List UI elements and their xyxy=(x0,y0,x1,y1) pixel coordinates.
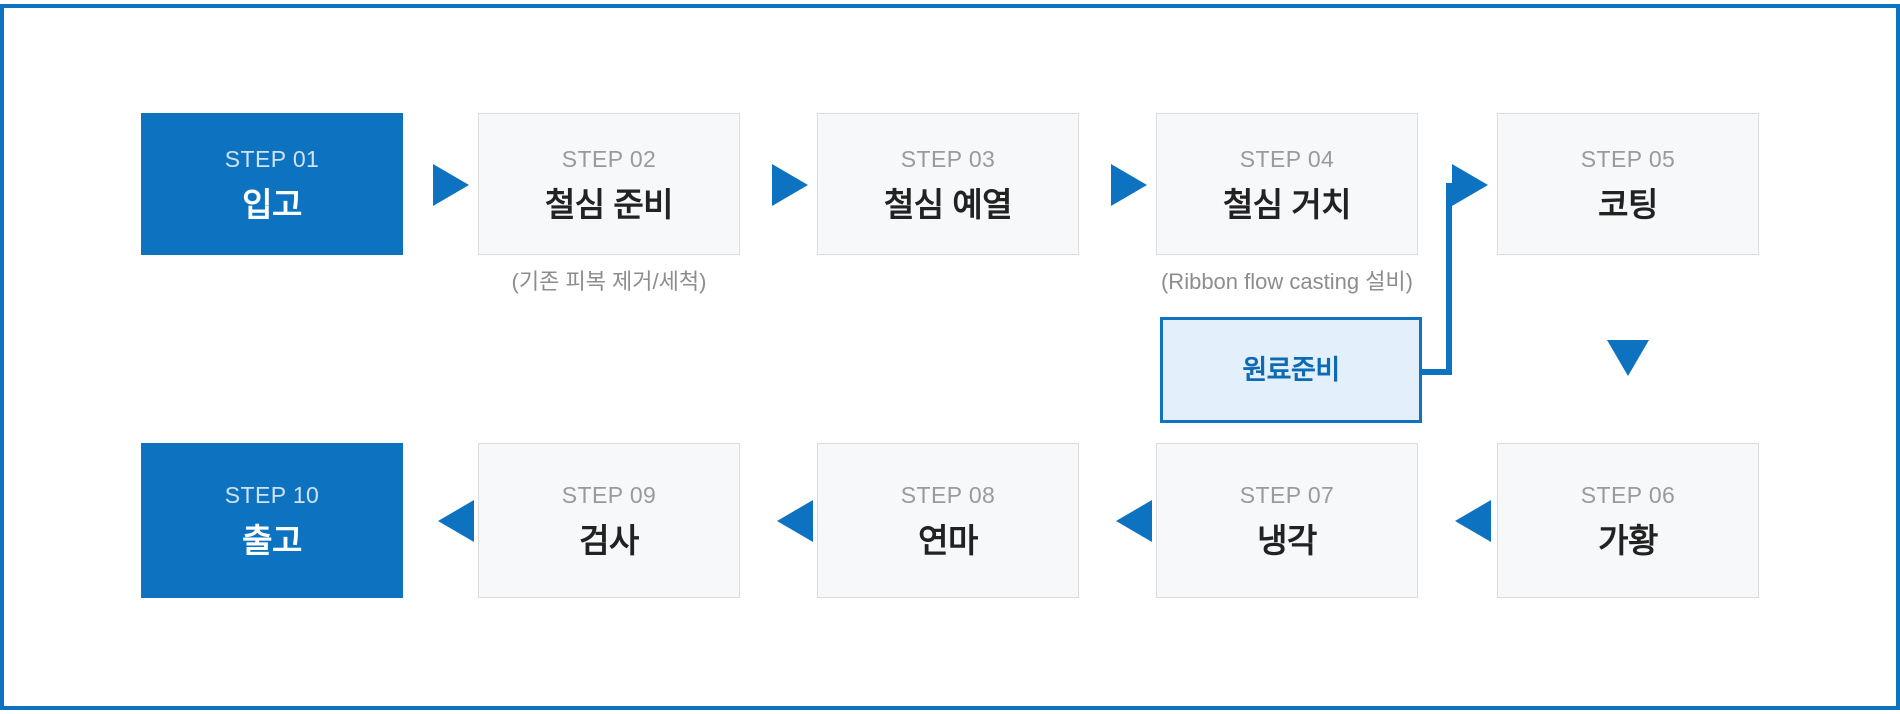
step-box-06[interactable]: STEP 06 가황 xyxy=(1497,443,1759,598)
step-title: 코팅 xyxy=(1598,185,1658,223)
step-title: 철심 거치 xyxy=(1222,185,1352,223)
step-number: STEP 02 xyxy=(561,145,657,172)
arrow-right-icon-3 xyxy=(1111,164,1147,206)
connector-horizontal-segment xyxy=(1419,369,1452,375)
step-title: 연마 xyxy=(918,522,978,559)
step-number: STEP 05 xyxy=(1580,145,1676,172)
step-caption-02: (기존 피복 제거/세척) xyxy=(511,269,707,294)
step-number: STEP 10 xyxy=(224,482,320,508)
step-box-08[interactable]: STEP 08 연마 xyxy=(817,443,1079,598)
step-box-09[interactable]: STEP 09 검사 xyxy=(478,443,740,598)
step-box-03[interactable]: STEP 03 철심 예열 xyxy=(817,113,1079,255)
step-number: STEP 07 xyxy=(1239,482,1335,508)
step-title: 검사 xyxy=(579,522,639,559)
arrow-left-icon-3 xyxy=(1116,500,1152,542)
connector-vertical-segment xyxy=(1446,183,1452,375)
step-box-07[interactable]: STEP 07 냉각 xyxy=(1156,443,1418,598)
step-box-01[interactable]: STEP 01 입고 xyxy=(141,113,403,255)
step-number: STEP 09 xyxy=(561,482,657,508)
step-title: 가황 xyxy=(1598,522,1658,559)
step-number: STEP 01 xyxy=(224,145,320,172)
step-caption-04: (Ribbon flow casting 설비) xyxy=(1160,269,1413,294)
arrow-right-icon-feed xyxy=(1452,164,1488,206)
step-title: 철심 준비 xyxy=(544,185,674,223)
step-number: STEP 06 xyxy=(1580,482,1676,508)
sub-process-label: 원료준비 xyxy=(1242,354,1340,385)
step-box-05[interactable]: STEP 05 코팅 xyxy=(1497,113,1759,255)
step-title: 철심 예열 xyxy=(883,185,1013,223)
step-number: STEP 04 xyxy=(1239,145,1335,172)
arrow-left-icon-4 xyxy=(1455,500,1491,542)
step-number: STEP 08 xyxy=(900,482,996,508)
arrow-left-icon-2 xyxy=(777,500,813,542)
step-box-02[interactable]: STEP 02 철심 준비 xyxy=(478,113,740,255)
arrow-down-icon xyxy=(1607,340,1649,376)
sub-process-box-raw-material[interactable]: 원료준비 xyxy=(1160,317,1422,423)
step-title: 입고 xyxy=(242,185,302,223)
step-box-04[interactable]: STEP 04 철심 거치 xyxy=(1156,113,1418,255)
arrow-right-icon-1 xyxy=(433,164,469,206)
step-number: STEP 03 xyxy=(900,145,996,172)
step-title: 냉각 xyxy=(1257,522,1317,559)
arrow-left-icon-1 xyxy=(438,500,474,542)
arrow-right-icon-2 xyxy=(772,164,808,206)
step-box-10[interactable]: STEP 10 출고 xyxy=(141,443,403,598)
step-title: 출고 xyxy=(242,522,302,559)
